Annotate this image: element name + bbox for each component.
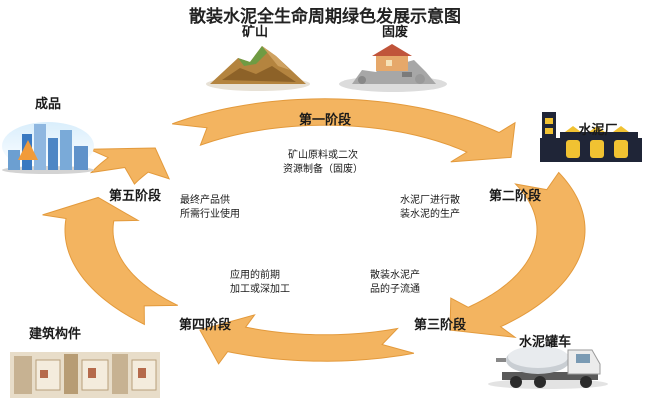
- building-components-icon: [10, 352, 160, 398]
- stage-1-desc-line-1: 矿山原料或二次: [288, 148, 358, 161]
- stage-3-label: 第三阶段: [414, 317, 466, 333]
- stage-2-arrow: [449, 171, 586, 339]
- cycle-arrows: [42, 98, 586, 365]
- diagram-title: 散装水泥全生命周期绿色发展示意图: [189, 6, 461, 27]
- stage-4-desc-line-1: 应用的前期: [230, 268, 280, 281]
- stage-5-desc-line-2: 所需行业使用: [180, 207, 240, 220]
- stage-5-label: 第五阶段: [109, 188, 161, 204]
- stage-1-label: 第一阶段: [299, 112, 351, 128]
- stage-2-label: 第二阶段: [489, 188, 541, 204]
- building-components-label: 建筑构件: [29, 326, 81, 342]
- stage-4-arrow: [42, 196, 178, 326]
- stage-1-desc-line-2: 资源制备（固废）: [283, 162, 363, 175]
- stage-4-label: 第四阶段: [179, 317, 231, 333]
- cement-plant-label: 水泥厂: [578, 122, 617, 138]
- mine-icon: [206, 46, 310, 91]
- stage-3-desc-line-1: 散装水泥产: [370, 268, 420, 281]
- stage-2-desc-line-2: 装水泥的生产: [400, 207, 460, 220]
- stage-4-desc-line-2: 加工或深加工: [230, 283, 290, 295]
- mixer-truck-icon: [488, 346, 608, 389]
- solid-waste-label: 固废: [382, 24, 408, 40]
- stage-3-desc-line-2: 品的子流通: [370, 282, 420, 295]
- stage-2-desc-line-1: 水泥厂进行散: [400, 193, 460, 206]
- products-icon: [2, 122, 94, 174]
- stage-5-arrow: [89, 147, 171, 185]
- products-label: 成品: [35, 96, 61, 112]
- solid-waste-icon: [339, 44, 447, 92]
- cement-plant-icon: [540, 112, 642, 162]
- stage-3-arrow: [199, 314, 415, 365]
- stage-1-arrow: [172, 98, 516, 163]
- mixer-truck-label: 水泥罐车: [519, 334, 571, 350]
- stage-5-desc-line-1: 最终产品供: [180, 193, 230, 206]
- mine-label: 矿山: [242, 24, 268, 40]
